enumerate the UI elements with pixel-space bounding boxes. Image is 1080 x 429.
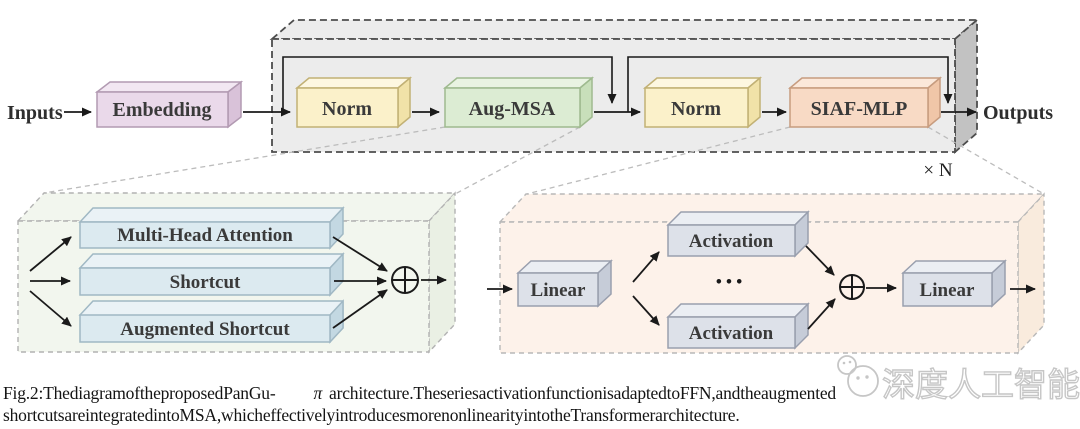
merge-down-arrow — [805, 245, 835, 276]
zoom-connector-lines — [43, 126, 1045, 195]
linear-out-label: Linear — [920, 280, 975, 301]
multi-head-attention-label: Multi-Head Attention — [117, 225, 293, 246]
residual-arrow-1 — [282, 56, 617, 112]
repeat-label: × N — [923, 160, 952, 181]
activation-bottom-block: Activation — [666, 302, 810, 350]
aug-msa-block: Aug-MSA — [442, 76, 595, 129]
linear-in-block: Linear — [516, 259, 613, 308]
pi-symbol: π — [313, 383, 323, 403]
linear-in-label: Linear — [531, 280, 586, 301]
connector-mlp-right — [927, 126, 1045, 195]
caption-line-2: shortcutsareintegratedintoMSA,whicheffec… — [3, 405, 740, 425]
norm-block-2: Norm — [642, 76, 763, 129]
activation-bottom-label: Activation — [689, 323, 774, 344]
embedding-label: Embedding — [113, 99, 212, 121]
embedding-block: Embedding — [94, 80, 244, 129]
branch-up-arrow — [632, 251, 660, 283]
activation-top-label: Activation — [689, 231, 774, 252]
watermark-logo-icon — [837, 355, 879, 397]
norm-1-label: Norm — [322, 98, 372, 120]
circled-plus-icon-2 — [839, 274, 865, 300]
shortcut-block: Shortcut — [78, 252, 345, 297]
augmented-shortcut-label: Augmented Shortcut — [120, 319, 290, 340]
multi-head-attention-block: Multi-Head Attention — [78, 206, 345, 250]
augmented-shortcut-block: Augmented Shortcut — [78, 299, 344, 344]
siaf-mlp-label: SIAF-MLP — [811, 98, 908, 120]
shortcut-label: Shortcut — [170, 272, 241, 293]
norm-block-1: Norm — [294, 76, 413, 129]
linear-out-block: Linear — [901, 259, 1007, 308]
connector-msa-left — [43, 126, 446, 194]
siaf-mlp-block: SIAF-MLP — [787, 76, 943, 129]
caption-line-1-pre: Fig.2:ThediagramoftheproposedPanGu- — [3, 383, 276, 403]
connector-msa-right — [454, 126, 581, 195]
caption-line-1-post: architecture.Theseriesactivationfunction… — [329, 383, 836, 403]
branch-down-arrow — [632, 295, 660, 326]
activation-top-block: Activation — [666, 210, 810, 258]
msa-fan-arrows — [29, 236, 388, 329]
aug-msa-label: Aug-MSA — [469, 98, 556, 120]
outputs-label: Outputs — [983, 102, 1053, 124]
circled-plus-icon — [391, 266, 419, 294]
residual-arrow-2 — [627, 56, 953, 112]
merge-up-arrow — [807, 298, 836, 330]
norm-2-label: Norm — [671, 98, 721, 120]
ellipsis-dots: • • • — [716, 272, 742, 291]
inputs-label: Inputs — [7, 102, 63, 124]
watermark-text: 深度人工智能 — [881, 365, 1080, 403]
connector-mlp-left — [526, 126, 791, 195]
